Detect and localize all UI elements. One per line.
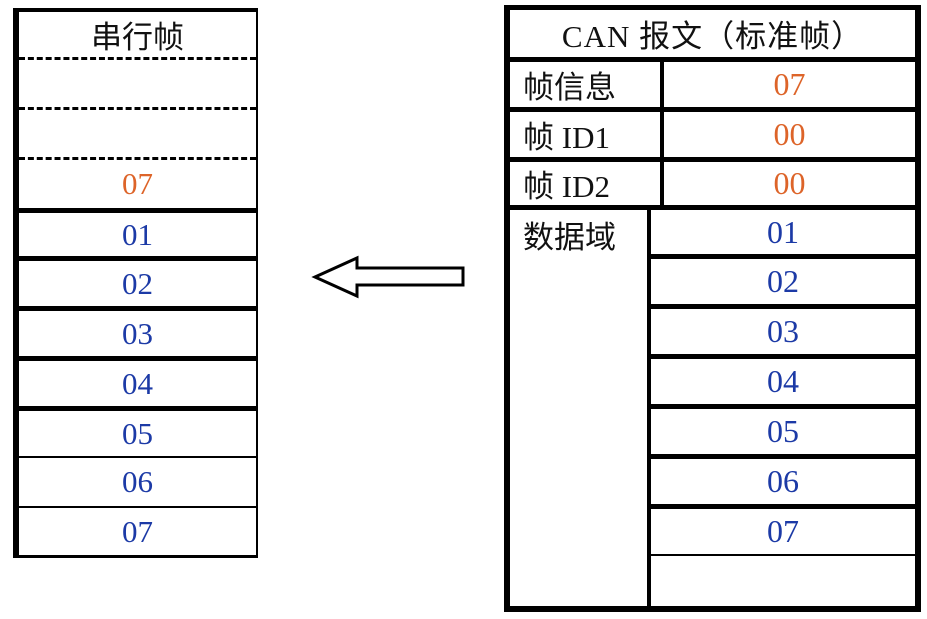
can-data-byte: 05 bbox=[651, 409, 915, 459]
serial-table-title: 串行帧 bbox=[19, 12, 256, 60]
serial-frame-table: 串行帧 07 01 02 03 04 05 06 07 bbox=[13, 8, 258, 558]
can-row-frameid1: 帧 ID1 00 bbox=[510, 112, 915, 162]
serial-cell-data: 01 bbox=[19, 213, 256, 261]
can-data-field-values: 01 02 03 04 05 06 07 bbox=[651, 210, 915, 606]
can-label-datafield: 数据域 bbox=[523, 220, 616, 255]
can-data-byte: 04 bbox=[651, 359, 915, 409]
can-data-byte-empty bbox=[651, 556, 915, 606]
can-data-byte: 03 bbox=[651, 309, 915, 359]
can-data-byte: 06 bbox=[651, 459, 915, 509]
can-data-byte: 07 bbox=[651, 509, 915, 556]
can-message-table: CAN 报文（标准帧） 帧信息 07 帧 ID1 00 帧 ID2 00 数据域… bbox=[504, 5, 921, 612]
can-label-frameid2: 帧 ID2 bbox=[510, 162, 664, 205]
can-label-frameid1: 帧 ID1 bbox=[510, 112, 664, 157]
can-row-frameid2: 帧 ID2 00 bbox=[510, 162, 915, 210]
serial-placeholder-row bbox=[19, 60, 256, 110]
can-data-field-section: 数据域 01 02 03 04 05 06 07 bbox=[510, 210, 915, 606]
can-data-field-label-cell: 数据域 bbox=[510, 210, 651, 606]
can-value-frameid1: 00 bbox=[773, 116, 806, 152]
serial-cell-data: 02 bbox=[19, 261, 256, 311]
serial-cell-data: 07 bbox=[122, 513, 153, 549]
can-data-byte: 01 bbox=[651, 210, 915, 259]
can-value-frameid2: 00 bbox=[773, 165, 806, 201]
can-value-frameinfo: 07 bbox=[773, 66, 806, 102]
can-table-title: CAN 报文（标准帧） bbox=[510, 10, 915, 62]
serial-cell-data: 05 bbox=[19, 411, 256, 458]
serial-cell-data: 04 bbox=[19, 361, 256, 411]
serial-cell-frameinfo: 07 bbox=[19, 160, 256, 213]
can-row-frameinfo: 帧信息 07 bbox=[510, 62, 915, 112]
serial-placeholder-row bbox=[19, 110, 256, 160]
serial-cell-data: 03 bbox=[19, 311, 256, 361]
can-label-frameinfo: 帧信息 bbox=[510, 62, 664, 107]
can-data-byte: 02 bbox=[651, 259, 915, 309]
left-arrow-icon bbox=[300, 250, 475, 305]
serial-cell-data: 06 bbox=[19, 458, 256, 508]
